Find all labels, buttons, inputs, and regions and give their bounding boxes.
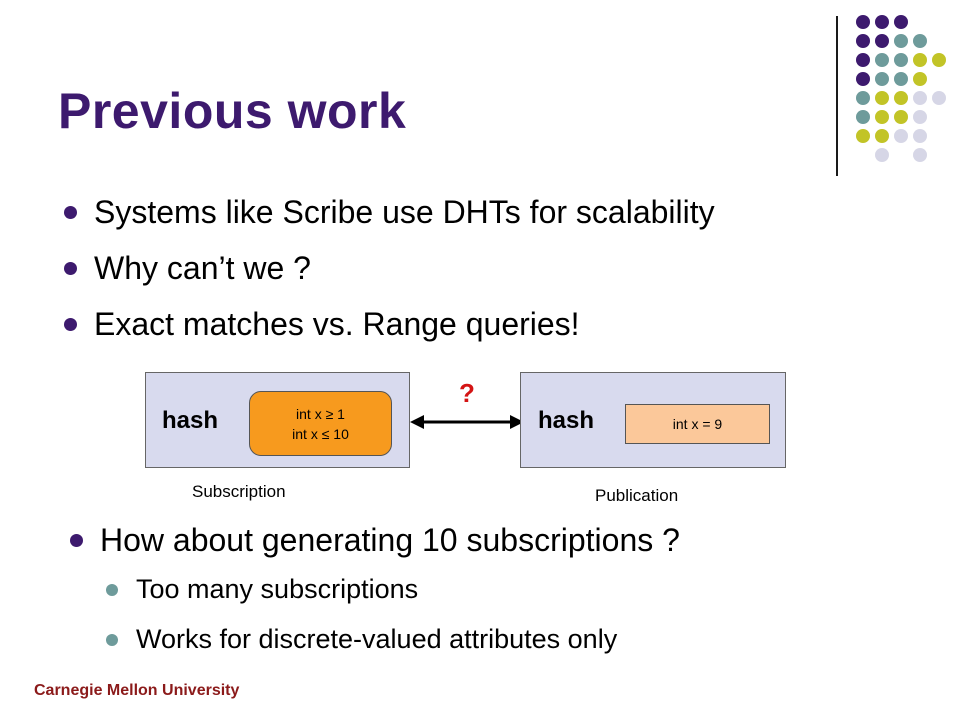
bullet-dot [70, 534, 83, 547]
subscription-predicate-line1: int x ≥ 1 [296, 405, 345, 422]
sub-bullet-item-2: Works for discrete-valued attributes onl… [106, 624, 617, 655]
dot-row-4 [856, 72, 927, 86]
bullet-item-1: Systems like Scribe use DHTs for scalabi… [64, 194, 715, 231]
bullet-item-2: Why can’t we ? [64, 250, 311, 287]
publication-predicate: int x = 9 [625, 404, 770, 444]
question-mark: ? [459, 378, 475, 408]
bullet-text: How about generating 10 subscriptions ? [100, 522, 680, 558]
dot-row-3 [856, 53, 946, 67]
sub-bullet-text: Works for discrete-valued attributes onl… [136, 624, 618, 654]
bullet-text: Systems like Scribe use DHTs for scalabi… [94, 194, 715, 230]
subscription-hash-label: hash [162, 407, 219, 434]
bullet-dot [64, 318, 77, 331]
double-arrow-icon [410, 415, 524, 429]
footer-university: Carnegie Mellon University [34, 682, 240, 699]
sub-bullet-item-1: Too many subscriptions [106, 574, 418, 605]
publication-hash-label: hash [538, 407, 595, 434]
publication-hash-box: hash int x = 9 [520, 372, 786, 468]
dot-row-8 [875, 148, 927, 162]
decorative-vertical-line [836, 16, 838, 176]
decorative-dot-grid [856, 15, 946, 162]
bullet-item-4: How about generating 10 subscriptions ? [70, 522, 680, 559]
bullet-dot [64, 262, 77, 275]
dot-row-5 [856, 91, 946, 105]
sub-bullet-dot [106, 583, 118, 596]
sub-bullet-text: Too many subscriptions [136, 574, 419, 604]
dot-row-1 [856, 15, 908, 29]
slide-title: Previous work [58, 83, 407, 139]
bullet-text: Why can’t we ? [94, 250, 311, 286]
sub-bullet-dot [106, 633, 118, 646]
publication-caption: Publication [595, 486, 679, 505]
bullet-dot [64, 206, 77, 219]
subscription-caption: Subscription [192, 482, 286, 501]
dot-row-6 [856, 110, 927, 124]
dot-row-7 [856, 129, 927, 143]
subscription-predicate-line2: int x ≤ 10 [292, 425, 349, 442]
subscription-hash-box: hash int x ≥ 1 int x ≤ 10 [145, 372, 410, 468]
dot-row-2 [856, 34, 927, 48]
subscription-predicate: int x ≥ 1 int x ≤ 10 [249, 391, 392, 456]
bullet-item-3: Exact matches vs. Range queries! [64, 306, 580, 343]
bullet-text: Exact matches vs. Range queries! [94, 306, 580, 342]
